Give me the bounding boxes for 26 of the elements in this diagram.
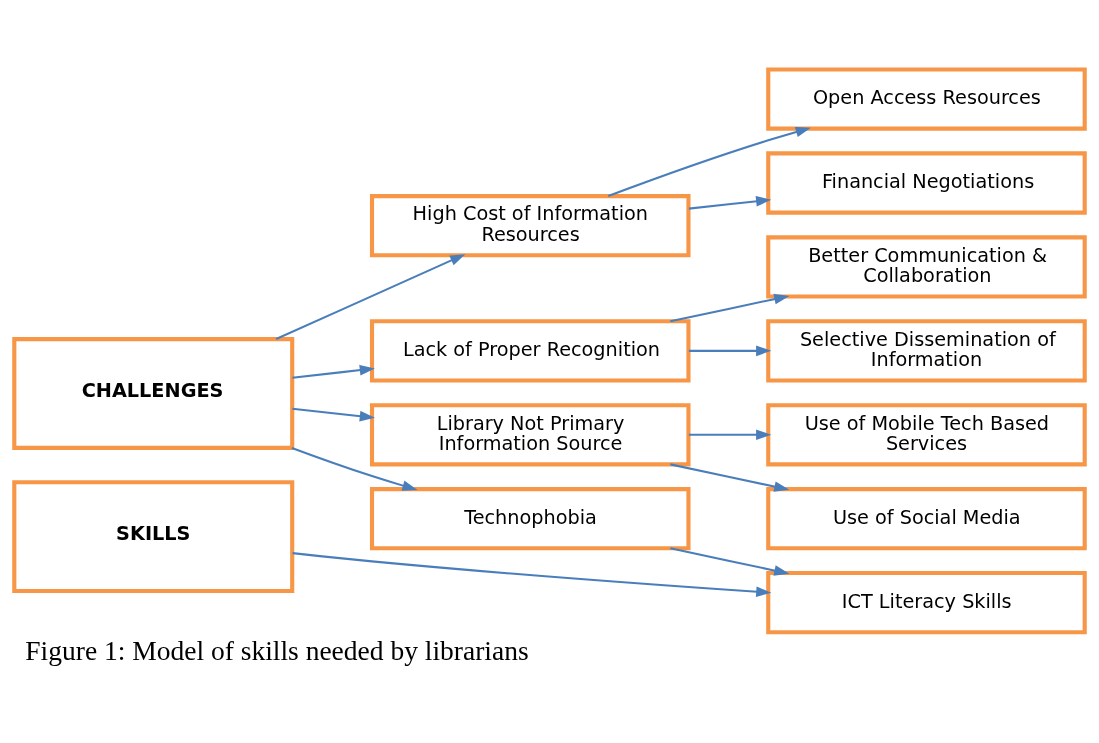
node-box: CHALLENGES	[12, 337, 295, 450]
arrow	[292, 407, 375, 422]
node-box: Selective Dissemination of Information	[766, 319, 1087, 383]
node-box: ICT Literacy Skills	[766, 571, 1087, 635]
node-box: SKILLS	[12, 480, 295, 593]
arrow	[291, 447, 418, 491]
arrow	[292, 552, 772, 598]
node-box: Use of Social Media	[766, 487, 1087, 551]
node-box: High Cost of Information Resources	[369, 194, 691, 258]
node-box: Lack of Proper Recognition	[369, 319, 691, 383]
arrow	[670, 293, 790, 323]
arrow	[688, 429, 772, 441]
arrow	[292, 364, 375, 379]
node-box: Library Not Primary Information Source	[369, 403, 691, 467]
node-box: Open Access Resources	[766, 67, 1087, 131]
arrow	[607, 126, 811, 198]
arrow	[275, 254, 466, 340]
arrow	[670, 463, 790, 492]
node-box: Financial Negotiations	[766, 151, 1087, 215]
arrow	[688, 345, 772, 357]
arrow	[670, 547, 790, 576]
node-box: Better Communication & Collaboration	[766, 235, 1087, 299]
arrow	[688, 196, 772, 210]
node-box: Use of Mobile Tech Based Services	[766, 403, 1087, 467]
caption: Figure 1: Model of skills needed by librarians	[25, 634, 529, 666]
node-box: Technophobia	[369, 487, 691, 551]
